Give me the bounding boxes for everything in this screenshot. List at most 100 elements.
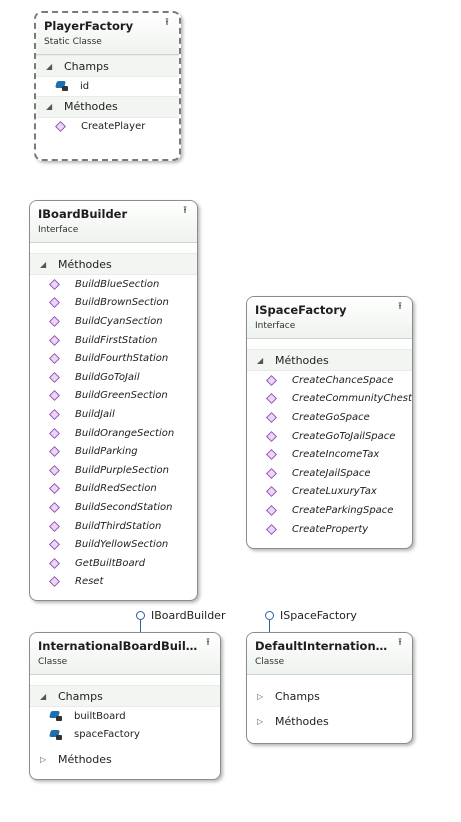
- collapse-icon[interactable]: ⭱: [183, 205, 187, 216]
- collapsed-triangle-icon: ▷: [257, 716, 264, 726]
- method-item[interactable]: BuildRedSection: [30, 480, 197, 499]
- method-label: CreateIncomeTax: [292, 449, 380, 461]
- method-label: BuildYellowSection: [75, 539, 169, 551]
- method-icon: [49, 446, 60, 458]
- method-icon: [266, 467, 277, 479]
- class-name: PlayerFactory: [44, 19, 134, 33]
- method-item[interactable]: CreateChanceSpace: [247, 371, 412, 390]
- default-international-header[interactable]: DefaultInternational... Classe ⭱: [247, 633, 412, 675]
- default-international-box[interactable]: DefaultInternational... Classe ⭱ ▷ Champ…: [246, 632, 413, 744]
- expanded-triangle-icon: ◢: [257, 355, 264, 365]
- section-label: Champs: [275, 689, 320, 703]
- method-label: BuildFourthStation: [75, 353, 169, 365]
- field-icon: [55, 81, 68, 92]
- method-item[interactable]: BuildBrownSection: [30, 294, 197, 313]
- international-board-builder-box[interactable]: InternationalBoardBuilder Classe ⭱ ◢ Cha…: [29, 632, 221, 780]
- interface-lollipop-ispace-factory: ISpaceFactory: [263, 607, 363, 633]
- class-name: DefaultInternational...: [255, 639, 392, 653]
- method-icon: [266, 523, 277, 535]
- methods-section-header[interactable]: ◢ Méthodes: [30, 253, 197, 275]
- collapse-icon[interactable]: ⭱: [165, 17, 169, 28]
- method-icon: [266, 393, 277, 405]
- method-icon: [49, 297, 60, 309]
- section-label: Champs: [58, 689, 103, 703]
- method-item[interactable]: CreateGoToJailSpace: [247, 427, 412, 446]
- class-kind: Classe: [38, 657, 68, 667]
- field-item[interactable]: spaceFactory: [30, 726, 220, 745]
- method-item[interactable]: BuildParking: [30, 442, 197, 461]
- method-icon: [49, 334, 60, 346]
- method-item[interactable]: BuildFirstStation: [30, 331, 197, 350]
- method-label: BuildPurpleSection: [75, 464, 170, 476]
- iboard-builder-box[interactable]: IBoardBuilder Interface ⭱ ◢ Méthodes Bui…: [29, 200, 198, 601]
- method-label: CreateLuxuryTax: [292, 486, 377, 498]
- method-icon: [49, 390, 60, 402]
- method-item[interactable]: BuildFourthStation: [30, 349, 197, 368]
- player-factory-box[interactable]: PlayerFactory Static Classe ⭱ ◢ Champs i…: [34, 11, 181, 161]
- fields-section-header[interactable]: ▷ Champs: [247, 685, 412, 707]
- iboard-builder-header[interactable]: IBoardBuilder Interface ⭱: [30, 201, 197, 243]
- section-label: Méthodes: [275, 353, 329, 367]
- method-icon: [49, 409, 60, 420]
- collapse-icon[interactable]: ⭱: [398, 637, 402, 648]
- ispace-factory-box[interactable]: ISpaceFactory Interface ⭱ ◢ Méthodes Cre…: [246, 296, 413, 549]
- method-label: CreateChanceSpace: [292, 374, 394, 386]
- method-label: BuildBlueSection: [75, 278, 160, 290]
- method-item[interactable]: CreateProperty: [247, 520, 412, 539]
- methods-section-header[interactable]: ▷ Méthodes: [30, 748, 220, 771]
- method-label: BuildThirdStation: [75, 520, 162, 532]
- method-icon: [49, 557, 60, 569]
- method-label: CreateParkingSpace: [292, 504, 394, 516]
- interface-label: IBoardBuilder: [151, 609, 226, 622]
- section-label: Méthodes: [275, 714, 329, 728]
- method-item[interactable]: BuildGoToJail: [30, 368, 197, 387]
- player-factory-header[interactable]: PlayerFactory Static Classe ⭱: [36, 13, 179, 55]
- method-item[interactable]: CreateGoSpace: [247, 408, 412, 427]
- method-item[interactable]: BuildPurpleSection: [30, 461, 197, 480]
- ispace-factory-header[interactable]: ISpaceFactory Interface ⭱: [247, 297, 412, 339]
- method-item[interactable]: CreatePlayer: [36, 118, 179, 137]
- method-icon: [266, 505, 277, 516]
- method-label: CreateCommunityChest: [292, 393, 412, 405]
- method-item[interactable]: CreateCommunityChest: [247, 390, 412, 409]
- method-icon: [266, 412, 277, 423]
- method-item[interactable]: CreateJailSpace: [247, 464, 412, 483]
- interface-lollipop-icon: [136, 611, 145, 620]
- method-label: BuildGoToJail: [75, 371, 140, 383]
- method-item[interactable]: BuildYellowSection: [30, 535, 197, 554]
- section-label: Méthodes: [58, 257, 112, 271]
- field-item[interactable]: builtBoard: [30, 707, 220, 726]
- interface-lollipop-icon: [265, 611, 274, 620]
- method-item[interactable]: BuildGreenSection: [30, 387, 197, 406]
- field-item[interactable]: id: [36, 77, 179, 96]
- method-item[interactable]: Reset: [30, 573, 197, 592]
- method-item[interactable]: CreateLuxuryTax: [247, 483, 412, 502]
- methods-section-header[interactable]: ▷ Méthodes: [247, 710, 412, 732]
- method-item[interactable]: CreateParkingSpace: [247, 501, 412, 520]
- collapse-icon[interactable]: ⭱: [206, 637, 210, 648]
- method-item[interactable]: BuildThirdStation: [30, 517, 197, 536]
- method-item[interactable]: BuildOrangeSection: [30, 424, 197, 443]
- method-label: BuildJail: [75, 408, 115, 420]
- method-item[interactable]: BuildJail: [30, 405, 197, 424]
- section-label: Méthodes: [58, 752, 112, 766]
- method-item[interactable]: BuildCyanSection: [30, 312, 197, 331]
- method-icon: [49, 371, 60, 383]
- expanded-triangle-icon: ◢: [40, 259, 47, 269]
- method-item[interactable]: BuildBlueSection: [30, 275, 197, 294]
- methods-section-header[interactable]: ◢ Méthodes: [36, 95, 179, 118]
- international-board-builder-header[interactable]: InternationalBoardBuilder Classe ⭱: [30, 633, 220, 675]
- method-item[interactable]: CreateIncomeTax: [247, 445, 412, 464]
- method-label: CreatePlayer: [81, 121, 146, 133]
- fields-section-header[interactable]: ◢ Champs: [30, 685, 220, 707]
- method-item[interactable]: BuildSecondStation: [30, 498, 197, 517]
- method-label: CreateJailSpace: [292, 467, 371, 479]
- methods-section-header[interactable]: ◢ Méthodes: [247, 349, 412, 371]
- method-icon: [49, 539, 60, 551]
- collapse-icon[interactable]: ⭱: [398, 301, 402, 312]
- fields-section-header[interactable]: ◢ Champs: [36, 55, 179, 77]
- field-icon: [49, 729, 62, 740]
- method-icon: [266, 449, 277, 461]
- method-item[interactable]: GetBuiltBoard: [30, 554, 197, 573]
- method-label: BuildBrownSection: [75, 297, 169, 309]
